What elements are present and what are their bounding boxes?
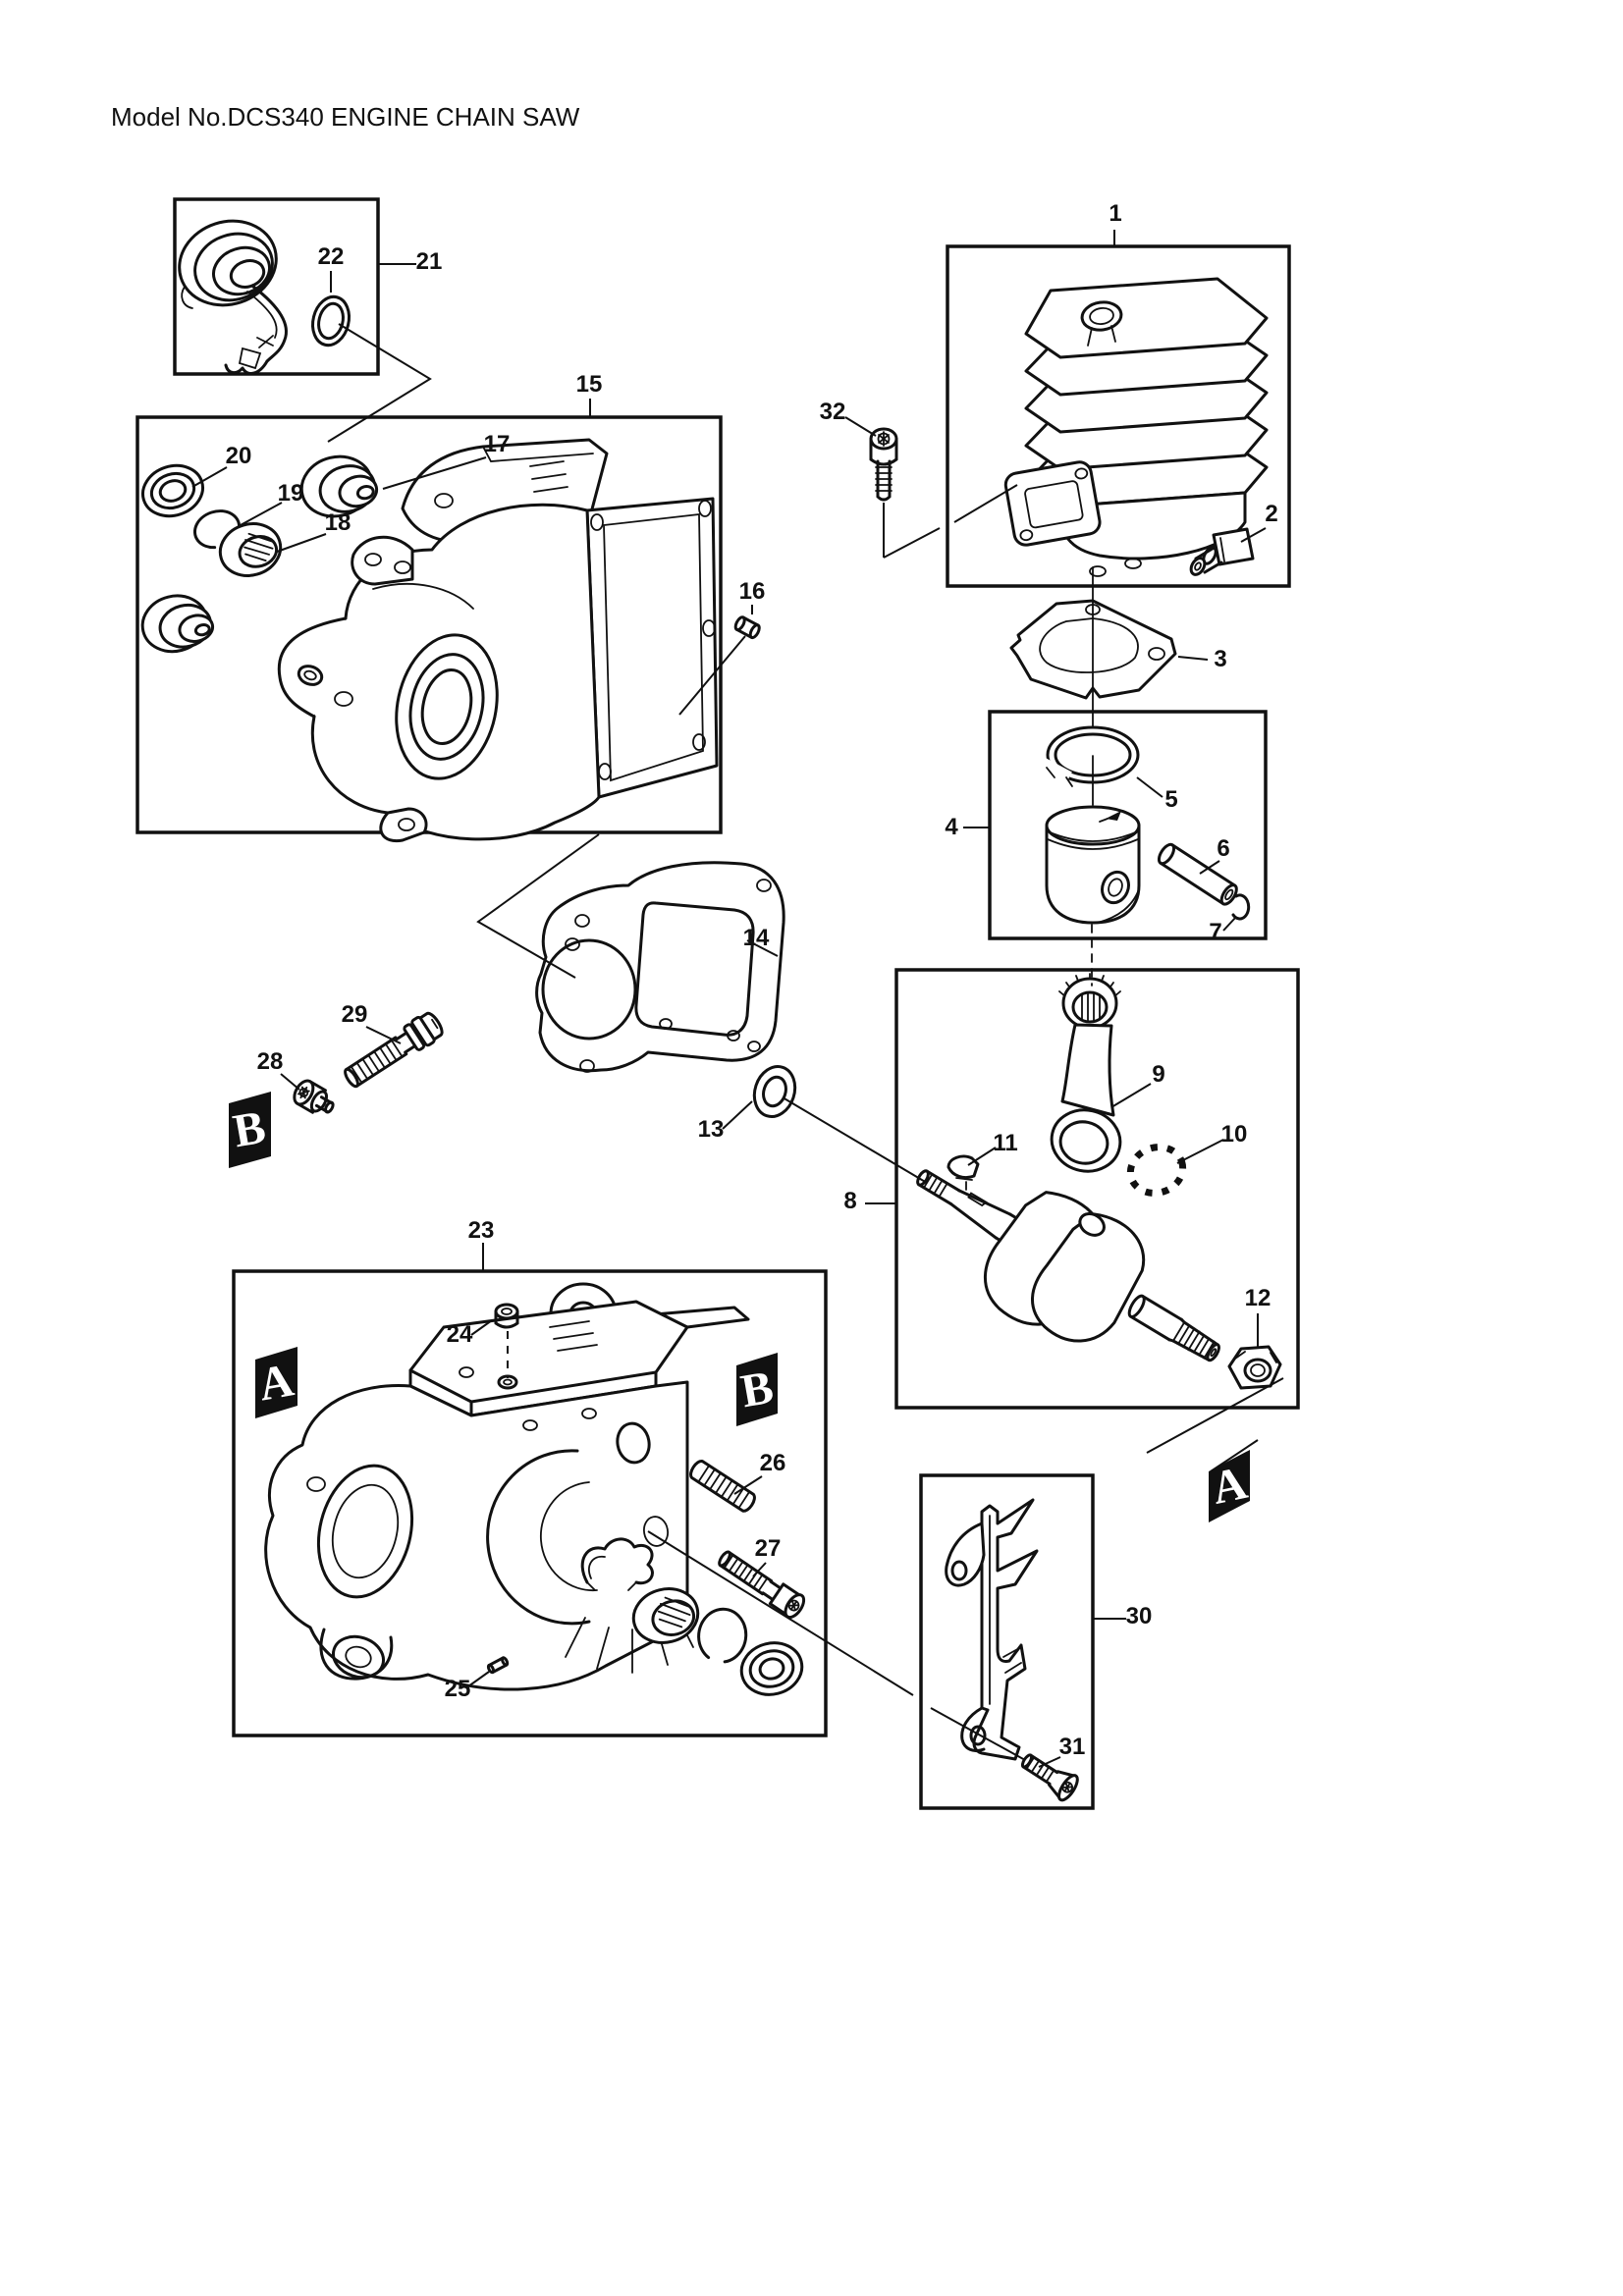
callout-25: 25 [445, 1676, 471, 1702]
callout-7: 7 [1209, 919, 1221, 945]
box-spike-bumper-30 [919, 1473, 1095, 1810]
callout-30: 30 [1126, 1603, 1153, 1629]
callout-12: 12 [1245, 1285, 1271, 1311]
wire-clip-drawing [580, 1537, 654, 1591]
callout-20: 20 [226, 443, 252, 469]
section-marker-a-crankcase: A [254, 1347, 298, 1418]
box-crankshaft-8 [894, 968, 1300, 1410]
pin-circlip-7-drawing [1231, 893, 1251, 921]
stud-26-drawing [689, 1460, 756, 1513]
callout-21: 21 [416, 248, 443, 275]
oil-seal-20-drawing [141, 463, 204, 518]
callout-24: 24 [447, 1321, 473, 1348]
cylinder-drawing [1003, 277, 1269, 577]
piston-ring-5-drawing [1035, 725, 1140, 793]
fuel-cap-oring-drawing [311, 294, 351, 347]
leader-lines [191, 230, 1284, 1768]
screw-32-drawing [869, 427, 898, 502]
callout-13: 13 [698, 1116, 725, 1143]
callout-11: 11 [993, 1130, 1017, 1156]
box-piston-4 [988, 710, 1268, 940]
callout-16: 16 [739, 578, 766, 605]
callout-8: 8 [843, 1188, 856, 1214]
box-fuel-cap-21 [173, 197, 380, 376]
page-title: Model No.DCS340 ENGINE CHAIN SAW [111, 102, 580, 132]
pin-25-drawing [486, 1656, 510, 1675]
crankcase-gasket-14-drawing [535, 861, 785, 1073]
callout-31: 31 [1059, 1734, 1086, 1760]
needle-bearing-10-drawing [1126, 1144, 1187, 1197]
callout-3: 3 [1214, 646, 1226, 672]
circlip-lower-drawing [697, 1607, 748, 1664]
piston-drawing [1045, 805, 1141, 925]
oil-seal-lower-drawing [739, 1641, 804, 1696]
callout-28: 28 [257, 1048, 284, 1075]
callout-6: 6 [1217, 835, 1229, 862]
connecting-rod-9-drawing [1050, 973, 1122, 1173]
box-crankcase-lower-23 [232, 1269, 828, 1737]
section-marker-b-crankcase: B [736, 1353, 778, 1426]
cap-17-drawing [299, 454, 379, 518]
callout-27: 27 [755, 1535, 782, 1562]
callout-18: 18 [325, 509, 352, 536]
callout-29: 29 [342, 1001, 368, 1028]
crankcase-upper-drawing [277, 438, 719, 843]
callout-26: 26 [760, 1450, 786, 1476]
piston-pin-6-drawing [1157, 842, 1238, 906]
callout-4: 4 [945, 814, 958, 840]
fuel-cap-drawing [178, 219, 288, 375]
fitting-2-drawing [1189, 527, 1255, 576]
dowel-pin-16-drawing [733, 615, 761, 640]
callout-2: 2 [1265, 501, 1277, 527]
callout-17: 17 [484, 431, 511, 457]
crankcase-lower-drawing [264, 1282, 750, 1691]
cap-lower-drawing [140, 594, 215, 654]
callout-19: 19 [278, 480, 304, 507]
section-marker-a-bumper: A [1208, 1450, 1252, 1522]
callout-labels: 1 2 3 4 5 6 7 8 9 10 11 12 13 14 15 16 1… [226, 200, 1278, 1760]
callout-23: 23 [468, 1217, 495, 1244]
callout-5: 5 [1164, 786, 1177, 813]
box-cylinder-1 [946, 244, 1291, 588]
woodruff-key-11-drawing [947, 1154, 980, 1197]
bolt-29-drawing [344, 1011, 444, 1089]
washer-13-drawing [752, 1065, 797, 1118]
crankshaft-drawing [916, 1169, 1220, 1362]
callout-15: 15 [576, 371, 603, 398]
section-marker-b-bolt: B [229, 1092, 271, 1168]
spike-bumper-30-drawing [945, 1498, 1039, 1761]
callout-1: 1 [1109, 200, 1121, 227]
callout-10: 10 [1221, 1121, 1248, 1148]
needle-bearing-lower-drawing [631, 1587, 700, 1644]
callout-9: 9 [1152, 1061, 1164, 1088]
callout-22: 22 [318, 243, 345, 270]
plug-24-drawing [494, 1303, 519, 1329]
screw-27-drawing [718, 1550, 806, 1620]
hex-nut-12-drawing [1227, 1345, 1282, 1390]
callout-32: 32 [820, 399, 846, 425]
needle-bearing-18-drawing [218, 522, 283, 577]
callout-14: 14 [743, 925, 770, 951]
nut-28-drawing [293, 1079, 335, 1114]
